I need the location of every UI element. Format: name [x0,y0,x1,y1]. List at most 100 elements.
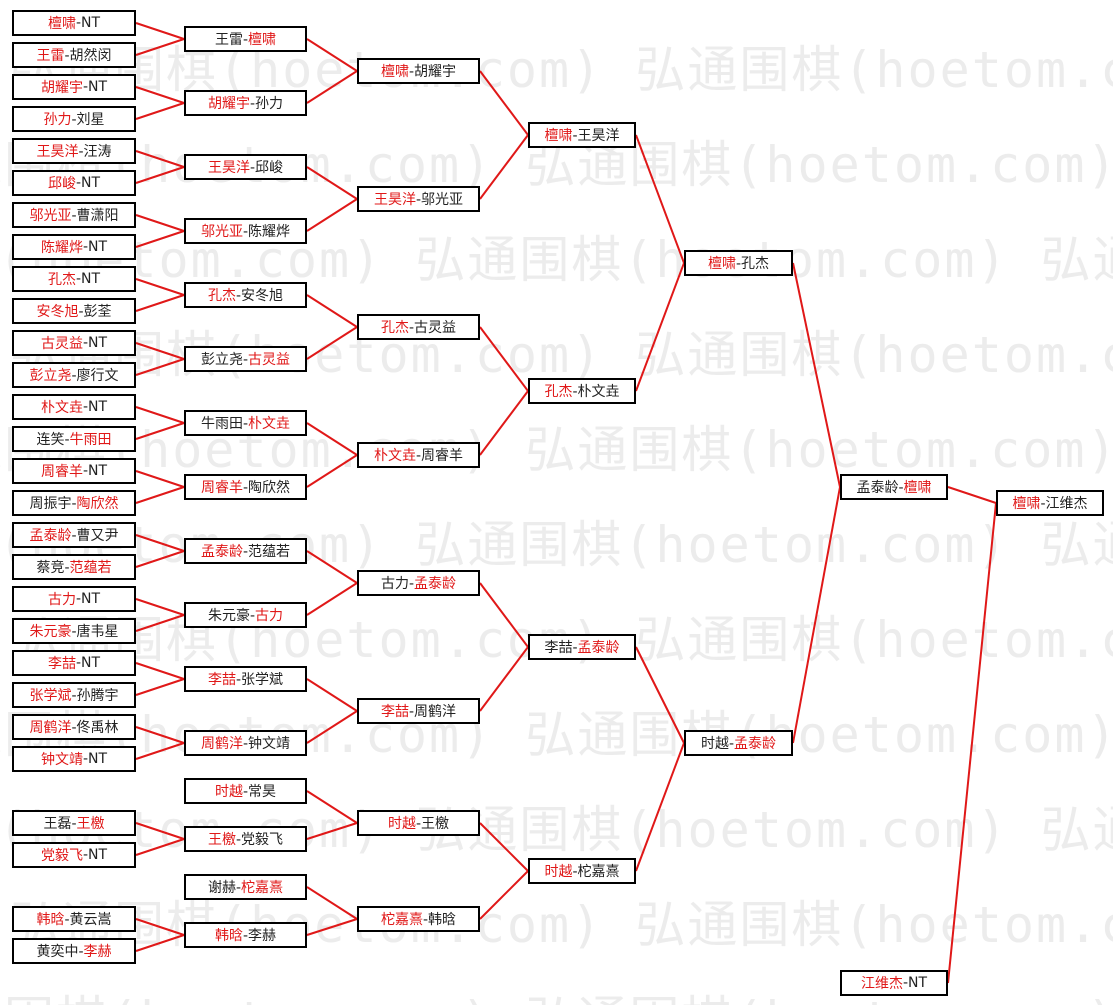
player-name: 李喆- [544,640,578,656]
bracket-connector [479,582,529,648]
player-name: -陈耀烨 [242,224,291,240]
winner-name: 王昊洋 [373,192,416,208]
match-box: 安冬旭-彭荃 [12,298,136,324]
player-name: -NT [82,847,108,863]
bracket-connector [306,710,358,744]
match-box: 朱元豪-唐韦星 [12,618,136,644]
player-name: -邱峻 [249,160,284,176]
bracket-connector [135,406,185,424]
bracket-connector [135,470,185,488]
match-box: 周振宇-陶欣然 [12,490,136,516]
match-box: 时越-孟泰龄 [684,730,793,756]
bracket-connector [135,102,185,120]
match-box: 孟泰龄-曹又尹 [12,522,136,548]
bracket-connector [135,150,185,168]
match-box: 柁嘉熹-韩晗 [357,906,480,932]
match-box: 王磊-王檄 [12,810,136,836]
match-box: 檀啸-NT [12,10,136,36]
winner-name: 时越 [387,816,416,832]
winner-name: 江维杰 [860,976,903,992]
player-name: -NT [75,655,101,671]
player-name: -韩晗 [422,912,457,928]
winner-name: 王昊洋 [207,160,250,176]
bracket-connector [135,534,185,552]
match-box: 蔡竞-范蕴若 [12,554,136,580]
winner-name: 党毅飞 [40,848,83,864]
bracket-connector [306,790,358,824]
match-box: 孔杰-安冬旭 [184,282,307,308]
match-box: 时越-王檄 [357,810,480,836]
match-box: 黄奕中-李赫 [12,938,136,964]
bracket-connector [306,678,358,712]
bracket-connector [947,486,997,504]
winner-name: 时越 [544,864,573,880]
player-name: -江维杰 [1040,496,1088,512]
bracket-connector [135,726,185,744]
winner-name: 檀啸 [707,256,736,272]
bracket-connector [306,454,358,488]
winner-name: 孔杰 [380,320,409,336]
match-box: 李喆-NT [12,650,136,676]
player-name: -孙力 [249,96,284,112]
player-name: -刘星 [71,112,105,128]
winner-name: 陈耀烨 [40,240,83,256]
winner-name: 李赫 [83,944,112,960]
bracket-connector [479,70,529,136]
player-name: -汪涛 [78,144,112,160]
match-box: 古灵益-NT [12,330,136,356]
winner-name: 古力 [47,592,76,608]
bracket-connector [635,262,685,392]
bracket-connector [792,262,841,488]
player-name: 黄奕中- [36,944,84,960]
player-name: -佟禹林 [71,720,119,736]
match-box: 孟泰龄-檀啸 [840,474,948,500]
match-box: 王昊洋-邬光亚 [357,186,480,212]
player-name: 彭立尧- [200,352,249,368]
bracket-connector [479,870,529,920]
match-box: 檀啸-王昊洋 [528,122,636,148]
bracket-connector [479,822,529,872]
match-box: 周睿羊-NT [12,458,136,484]
bracket-connector [135,934,185,952]
player-name: -常昊 [242,784,277,800]
bracket-connector [479,326,529,392]
player-name: -NT [75,271,101,287]
bracket-connector [947,502,997,984]
winner-name: 朴文垚 [40,400,83,416]
match-box: 朴文垚-NT [12,394,136,420]
player-name: -周鹤洋 [408,704,457,720]
winner-name: 时越 [214,784,243,800]
bracket-connector [792,486,841,744]
winner-name: 孔杰 [544,384,573,400]
bracket-connector [306,422,358,456]
bracket-connector [306,886,358,920]
bracket-connector [306,582,358,616]
bracket-connector [306,198,358,232]
match-box: 周睿羊-陶欣然 [184,474,307,500]
match-box: 朴文垚-周睿羊 [357,442,480,468]
bracket-connector [306,918,358,936]
winner-name: 王檄 [76,816,105,832]
player-name: -NT [902,975,928,991]
winner-name: 邬光亚 [29,208,72,224]
match-box: 党毅飞-NT [12,842,136,868]
player-name: -孔杰 [735,256,770,272]
winner-name: 周鹤洋 [200,736,243,752]
winner-name: 彭立尧 [29,368,72,384]
player-name: -钟文靖 [242,736,291,752]
player-name: 牛雨田- [200,416,249,432]
winner-name: 周睿羊 [200,480,243,496]
player-name: -NT [75,15,101,31]
winner-name: 古灵益 [40,336,83,352]
player-name: -NT [82,751,108,767]
match-box: 檀啸-孔杰 [684,250,793,276]
winner-name: 胡耀宇 [207,96,250,112]
winner-name: 王昊洋 [36,144,79,160]
player-name: -曹又尹 [71,528,119,544]
bracket-connector [479,134,529,200]
bracket-connector [135,614,185,632]
player-name: -张学斌 [235,672,284,688]
player-name: -NT [82,399,108,415]
